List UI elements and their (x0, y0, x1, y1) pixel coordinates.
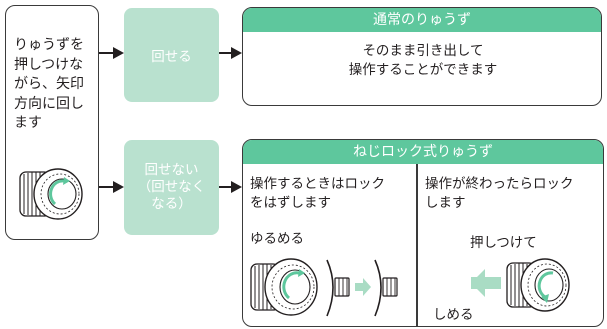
lock-heading: 操作が終わったらロック します (425, 176, 574, 211)
normal-crown-title: 通常のりゅうず (243, 8, 601, 32)
arrow-to-normal-crown (219, 47, 242, 59)
loosen-label: ゆるめる (250, 231, 304, 247)
can-turn-label: 回せる (151, 49, 192, 65)
arrow-to-cannot-turn (99, 181, 124, 193)
screw-lock-crown-title: ねじロック式りゅうず (243, 140, 603, 164)
screw-lock-crown-panel: ねじロック式りゅうず 操作するときはロック をはずします ゆるめる (242, 139, 604, 327)
push-label: 押しつけて (470, 235, 537, 251)
normal-crown-body: そのまま引き出して 操作することができます (348, 43, 498, 78)
tighten-crown-illustration (471, 258, 570, 312)
column-divider (416, 164, 418, 326)
arrow-to-screw-lock-crown (219, 181, 242, 193)
loosen-crown-illustration (250, 258, 398, 317)
unlock-heading: 操作するときはロック をはずします (250, 176, 385, 211)
can-turn-box: 回せる (124, 8, 219, 102)
crown-rotate-illustration (19, 168, 83, 220)
arrow-to-can-turn (99, 47, 124, 59)
cannot-turn-box: 回せない （回せなく なる） (124, 140, 219, 235)
instruction-text: りゅうずを 押しつけな がら、矢印 方向に回し ます (14, 37, 84, 131)
tighten-label: しめる (433, 307, 474, 323)
normal-crown-panel: 通常のりゅうず そのまま引き出して 操作することができます (242, 7, 602, 106)
